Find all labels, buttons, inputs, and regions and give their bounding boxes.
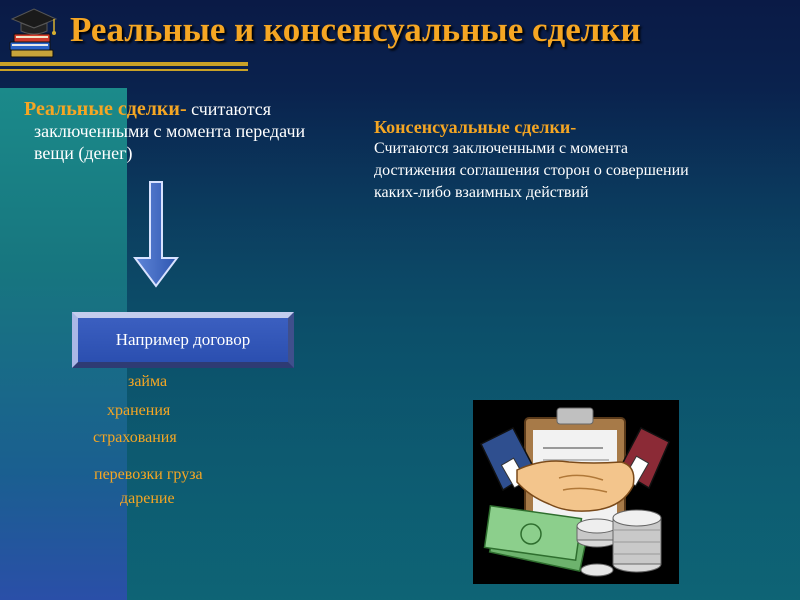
real-deals-lead: считаются: [186, 99, 272, 119]
consensual-line-1: Считаются заключенными с момента: [374, 140, 628, 157]
title-underline-thin: [0, 69, 248, 71]
consensual-deals-definition: Консенсуальные сделки- Считаются заключе…: [374, 116, 784, 204]
real-deals-line-1: заключенными с момента передачи: [34, 121, 306, 141]
title-underline: [0, 62, 248, 66]
example-box: Например договор: [72, 312, 294, 368]
handshake-icon: [480, 407, 670, 577]
example-item-darenie: дарение: [120, 490, 175, 507]
example-item-strakhovaniya: страхования: [93, 429, 177, 446]
consensual-line-3: каких-либо взаимных действий: [374, 184, 589, 201]
real-deals-definition: Реальные сделки- считаются заключенными …: [24, 98, 374, 164]
slide-title: Реальные и консенсуальные сделки: [70, 10, 641, 49]
example-item-perevozki: перевозки груза: [94, 466, 203, 483]
graduation-cap-books-icon: [9, 8, 58, 58]
example-item-zaima: займа: [128, 373, 168, 390]
consensual-deals-term: Консенсуальные сделки-: [374, 117, 577, 137]
down-arrow-icon: [133, 181, 179, 288]
handshake-money-illustration: [473, 400, 679, 584]
real-deals-term: Реальные сделки-: [24, 98, 187, 120]
consensual-line-2: достижения соглашения сторон о совершени…: [374, 162, 689, 179]
real-deals-line-2: вещи (денег): [34, 143, 133, 163]
example-item-khraneniya: хранения: [107, 402, 171, 419]
